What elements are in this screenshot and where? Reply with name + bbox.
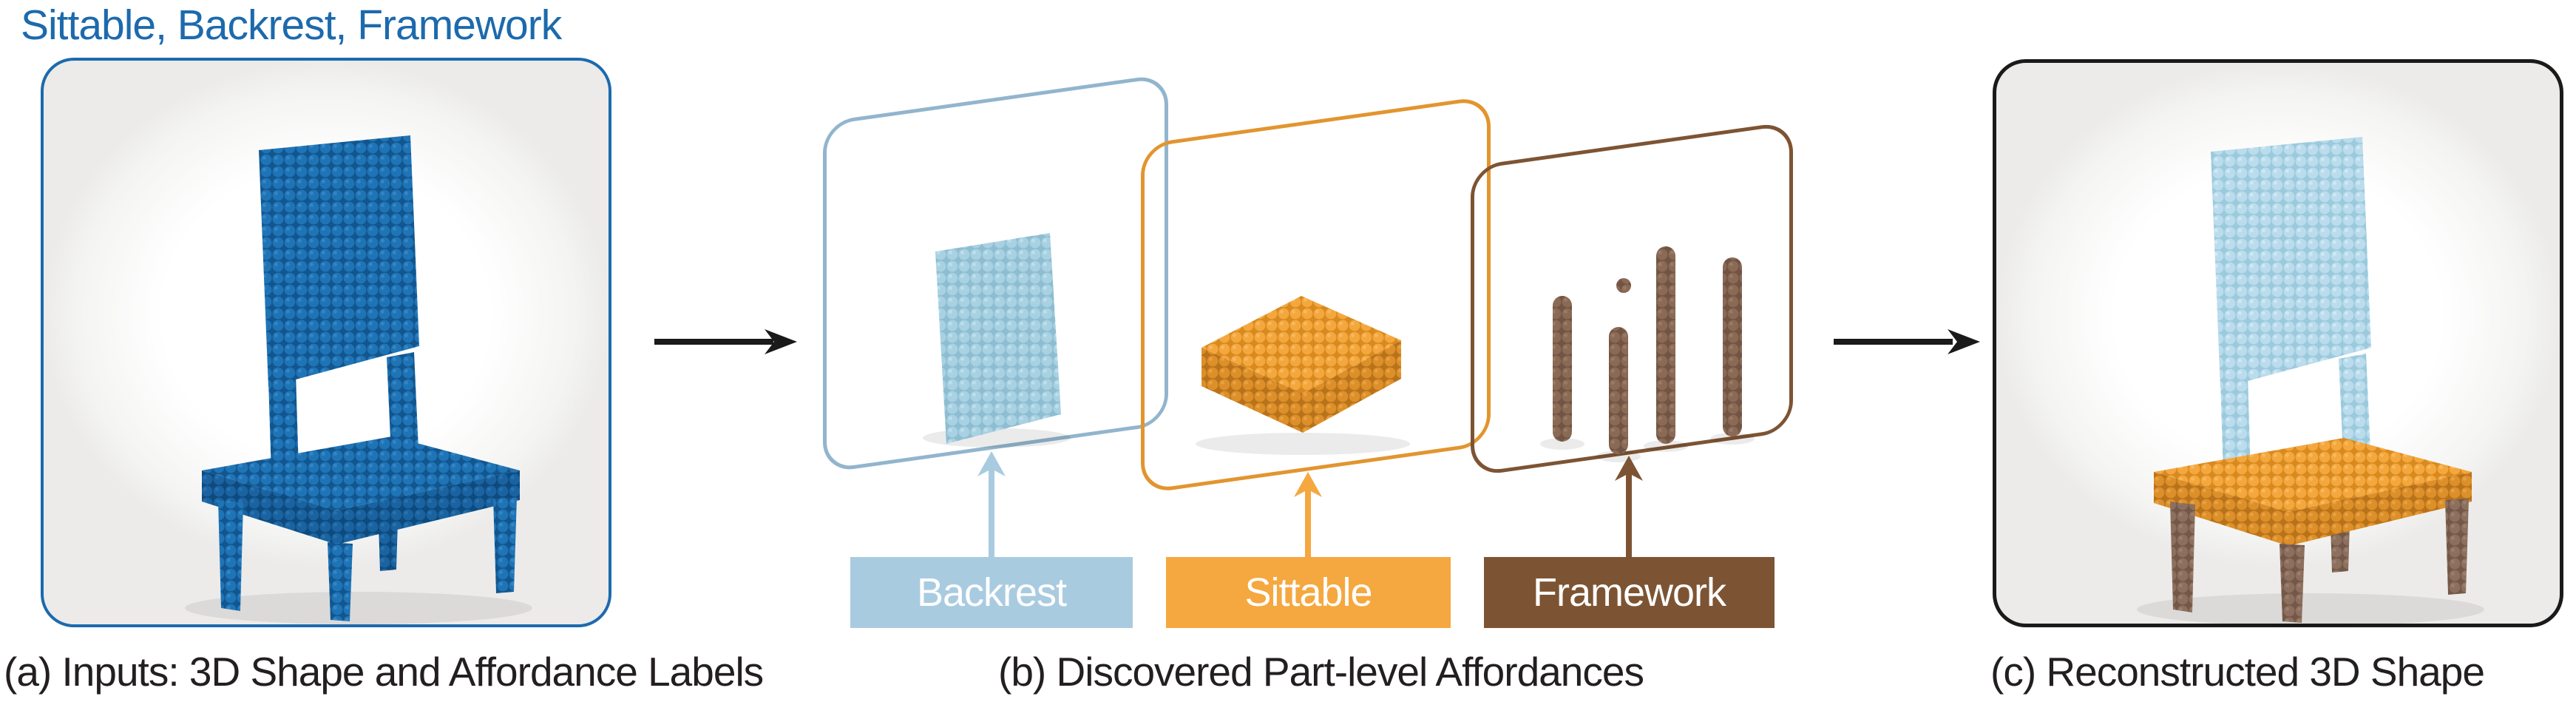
backrest-label: Backrest <box>850 557 1133 628</box>
flow-arrow-affordances-to-reconstruction <box>1834 329 1980 354</box>
framework-pointer-arrow <box>1615 456 1643 557</box>
sittable-card <box>1141 95 1491 495</box>
backrest-pointer-arrow <box>977 451 1006 557</box>
caption-inputs: (a) Inputs: 3D Shape and Affordance Labe… <box>4 649 764 695</box>
backrest-card <box>823 73 1168 473</box>
input-affordance-labels-title: Sittable, Backrest, Framework <box>21 1 562 49</box>
input-shape-panel <box>41 58 611 627</box>
caption-discovered-affordances: (b) Discovered Part-level Affordances <box>998 649 1644 695</box>
sittable-label: Sittable <box>1166 557 1451 628</box>
framework-card <box>1471 121 1793 477</box>
caption-reconstructed-shape: (c) Reconstructed 3D Shape <box>1990 649 2485 695</box>
reconstructed-shape-panel <box>1993 59 2563 627</box>
sittable-pointer-arrow <box>1294 472 1322 557</box>
framework-label: Framework <box>1484 557 1775 628</box>
flow-arrow-input-to-affordances <box>654 329 797 354</box>
